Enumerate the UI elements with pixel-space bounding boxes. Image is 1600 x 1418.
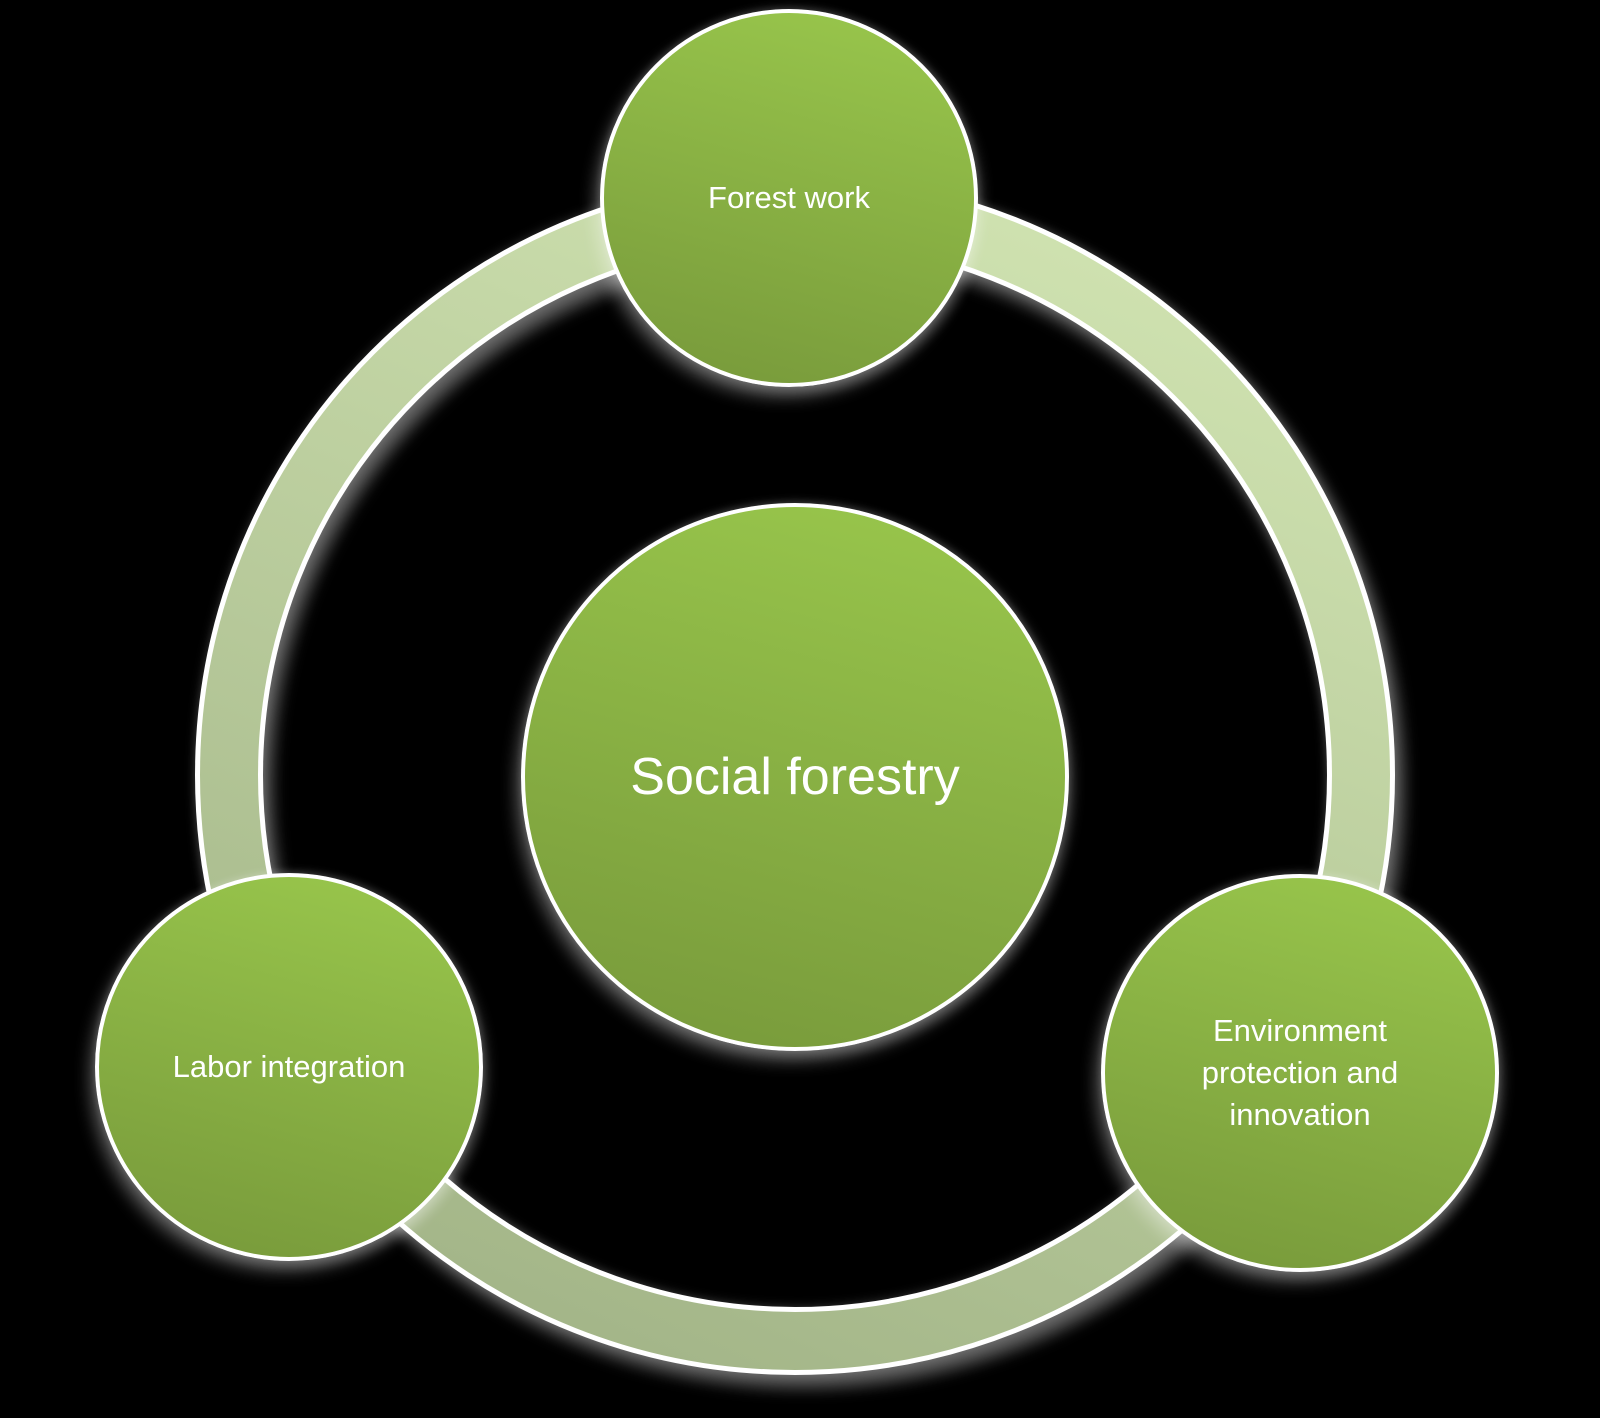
node-environment-protection: Environment protection and innovation (1101, 874, 1499, 1272)
node-forest-work-label: Forest work (708, 179, 870, 215)
node-labor-integration-label: Labor integration (172, 1048, 406, 1084)
node-labor-integration: Labor integration (95, 873, 483, 1261)
node-forest-work: Forest work (600, 9, 978, 387)
node-social-forestry-label: Social forestry (630, 747, 960, 806)
node-environment-protection-label: Environment protection and innovation (1201, 1013, 1399, 1132)
node-social-forestry: Social forestry (521, 503, 1069, 1051)
